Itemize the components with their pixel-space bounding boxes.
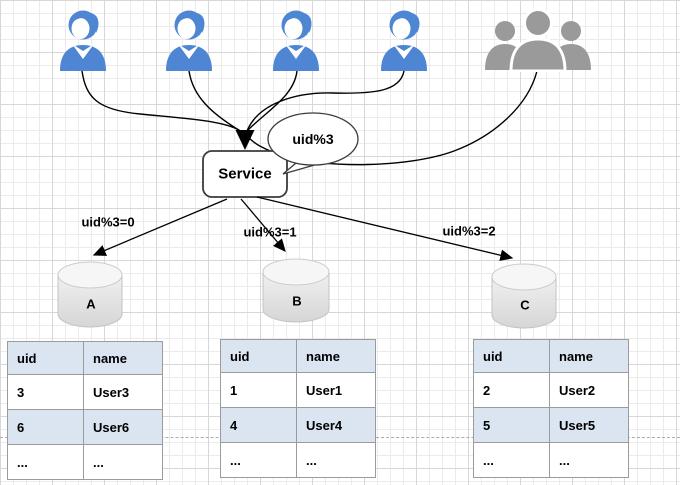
table-row: 1 User1 [220, 372, 376, 408]
table-header-cell: uid [220, 339, 297, 373]
users-group-icon [485, 8, 591, 72]
database-label-c: C [520, 297, 530, 313]
table-row: ... ... [7, 444, 163, 480]
table-cell: User4 [296, 407, 376, 443]
table-cell: 4 [220, 407, 297, 443]
route-label-mod0: uid%3=0 [81, 214, 135, 230]
speech-bubble-label: uid%3 [292, 131, 334, 147]
database-label-b: B [292, 293, 302, 309]
table-cell: User1 [296, 372, 376, 408]
shard-table-c: uid name 2 User2 5 User5 ... ... [473, 339, 629, 478]
table-cell: 5 [473, 407, 550, 443]
table-cell: ... [220, 442, 297, 478]
database-label-a: A [86, 296, 96, 312]
table-header-cell: name [549, 339, 629, 373]
table-row: ... ... [220, 442, 376, 478]
database-cylinder-b [262, 258, 330, 323]
table-cell: 6 [7, 409, 84, 445]
table-header-cell: uid [7, 341, 84, 375]
table-cell: User3 [83, 374, 163, 410]
table-row: 6 User6 [7, 409, 163, 445]
table-cell: ... [7, 444, 84, 480]
route-label-mod2: uid%3=2 [442, 223, 496, 239]
user-icon [381, 10, 427, 71]
user-icon [166, 10, 212, 71]
table-header-row: uid name [473, 339, 629, 373]
table-cell: ... [473, 442, 550, 478]
table-cell: ... [83, 444, 163, 480]
table-row: 4 User4 [220, 407, 376, 443]
user-icon [60, 10, 106, 71]
shard-table-b: uid name 1 User1 4 User4 ... ... [220, 339, 376, 478]
table-header-row: uid name [7, 341, 163, 375]
table-header-row: uid name [220, 339, 376, 373]
route-arrows [92, 196, 514, 261]
route-label-mod1: uid%3=1 [243, 224, 297, 240]
service-node-box [202, 150, 288, 198]
table-cell: User5 [549, 407, 629, 443]
service-node-label: Service [218, 165, 272, 183]
table-row: 3 User3 [7, 374, 163, 410]
table-cell: ... [549, 442, 629, 478]
table-header-cell: uid [473, 339, 550, 373]
table-row: 5 User5 [473, 407, 629, 443]
table-cell: User6 [83, 409, 163, 445]
converge-arrowhead [235, 130, 255, 150]
table-cell: ... [296, 442, 376, 478]
table-cell: 2 [473, 372, 550, 408]
table-header-cell: name [83, 341, 163, 375]
table-cell: 1 [220, 372, 297, 408]
speech-bubble [267, 112, 359, 175]
shard-table-a: uid name 3 User3 6 User6 ... ... [7, 341, 163, 480]
table-row: ... ... [473, 442, 629, 478]
table-header-cell: name [296, 339, 376, 373]
database-cylinder-a [57, 261, 123, 328]
user-icon [273, 10, 319, 71]
table-row: 2 User2 [473, 372, 629, 408]
database-cylinder-c [491, 263, 557, 329]
table-cell: User2 [549, 372, 629, 408]
table-cell: 3 [7, 374, 84, 410]
